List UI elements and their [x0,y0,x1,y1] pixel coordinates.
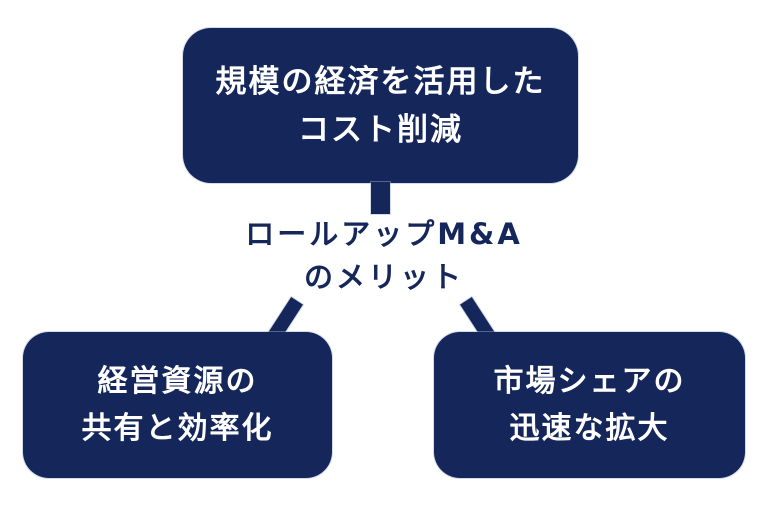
node-market-share-line1: 市場シェアの [493,364,686,399]
node-resource-sharing: 経営資源の 共有と効率化 [23,332,332,478]
node-resource-sharing-line1: 経営資源の [97,364,258,399]
diagram-title: ロールアップM&A のメリット [0,213,768,299]
diagram-title-line2: のメリット [303,260,464,294]
node-cost-reduction-line1: 規模の経済を活用した [215,63,546,100]
node-market-share: 市場シェアの 迅速な拡大 [434,332,745,478]
node-market-share-line2: 迅速な拡大 [509,411,670,446]
node-cost-reduction-line2: コスト削減 [298,111,463,148]
node-resource-sharing-line2: 共有と効率化 [81,411,274,446]
diagram-title-line1: ロールアップM&A [245,217,523,251]
connector-top-stub [371,182,390,214]
node-cost-reduction: 規模の経済を活用した コスト削減 [183,28,578,183]
